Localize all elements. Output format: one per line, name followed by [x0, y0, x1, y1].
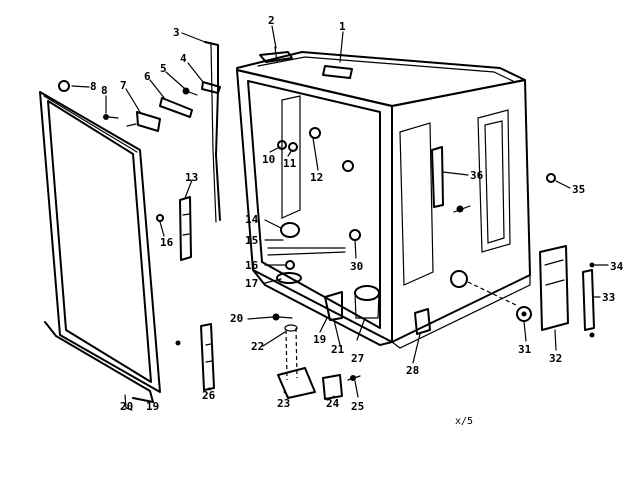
callout-20: 20: [230, 312, 243, 325]
callout-23: 23: [277, 397, 290, 410]
part-31-wheel: [450, 270, 532, 322]
callout-24: 24: [326, 397, 340, 410]
callout-4: 4: [180, 52, 187, 65]
part-21-bracket: [324, 291, 343, 321]
part-26-latch-strike: [200, 323, 215, 391]
callout-28: 28: [406, 364, 419, 377]
part-8-screw-top: [58, 80, 70, 92]
part-6-hinge-plate: [159, 97, 193, 118]
part-34-screw: [589, 262, 595, 338]
part-33-rod: [582, 269, 595, 331]
part-4-clip: [201, 81, 221, 94]
door-bottom-rail: [44, 321, 154, 411]
callout-36: 36: [470, 169, 484, 182]
callout-16-right: 16: [245, 259, 259, 272]
callout-8-mid: 8: [101, 84, 108, 97]
callout-33: 33: [602, 291, 615, 304]
callout-19: 19: [313, 333, 326, 346]
callout-13: 13: [185, 171, 198, 184]
callout-21: 21: [331, 343, 345, 356]
part-16-clip: [156, 214, 295, 270]
callout-labels: 1 2 3 4 5 6 7 8 8 10 11 12 13 14 15 16 1…: [90, 14, 624, 427]
part-13-latch: [179, 196, 192, 261]
part-1-top-vent: [322, 65, 353, 79]
door-frame: [39, 91, 161, 393]
callout-15: 15: [245, 234, 258, 247]
part-20-screw: [175, 313, 293, 346]
callout-2: 2: [268, 14, 275, 27]
callout-26: 26: [202, 389, 216, 402]
part-36-bracket: [431, 146, 444, 208]
callout-17: 17: [245, 277, 258, 290]
part-35-screw: [453, 173, 556, 213]
part-7-hinge: [126, 111, 161, 132]
callout-30: 30: [350, 260, 363, 273]
callout-1: 1: [339, 20, 346, 33]
callout-8-top: 8: [90, 80, 97, 93]
callout-16-left: 16: [160, 236, 174, 249]
callout-22: 22: [251, 340, 264, 353]
callout-14: 14: [245, 213, 259, 226]
part-10-11-12-nozzle: [277, 127, 354, 172]
part-32-control-module: [539, 245, 569, 331]
part-3-fill-tube: [204, 41, 221, 223]
part-5-screw: [182, 87, 198, 96]
leader-lines: [71, 25, 609, 399]
callout-12: 12: [310, 171, 323, 184]
callout-27: 27: [351, 352, 364, 365]
part-2-bracket: [259, 46, 293, 63]
callout-11: 11: [283, 157, 297, 170]
part-28-foot: [414, 308, 431, 335]
callout-3: 3: [173, 26, 180, 39]
callout-25: 25: [351, 400, 364, 413]
callout-31: 31: [518, 343, 532, 356]
callout-19-door: 19: [146, 400, 159, 413]
part-24-valve: [322, 374, 343, 400]
page-code: x/5: [455, 416, 473, 427]
callout-7: 7: [120, 79, 127, 92]
part-8-screw-mid: [103, 114, 119, 120]
part-22-drain-line: [284, 324, 298, 381]
callout-34: 34: [610, 260, 624, 273]
callout-10: 10: [262, 153, 275, 166]
callout-5: 5: [160, 62, 167, 75]
part-23-pump: [277, 367, 316, 399]
tub-cabinet: [236, 51, 531, 349]
callout-32: 32: [549, 352, 562, 365]
part-14-pump-cap: [280, 222, 361, 241]
callout-20-door: 20: [120, 400, 133, 413]
part-25-screw: [347, 375, 361, 381]
callout-35: 35: [572, 183, 585, 196]
callout-6: 6: [144, 70, 151, 83]
